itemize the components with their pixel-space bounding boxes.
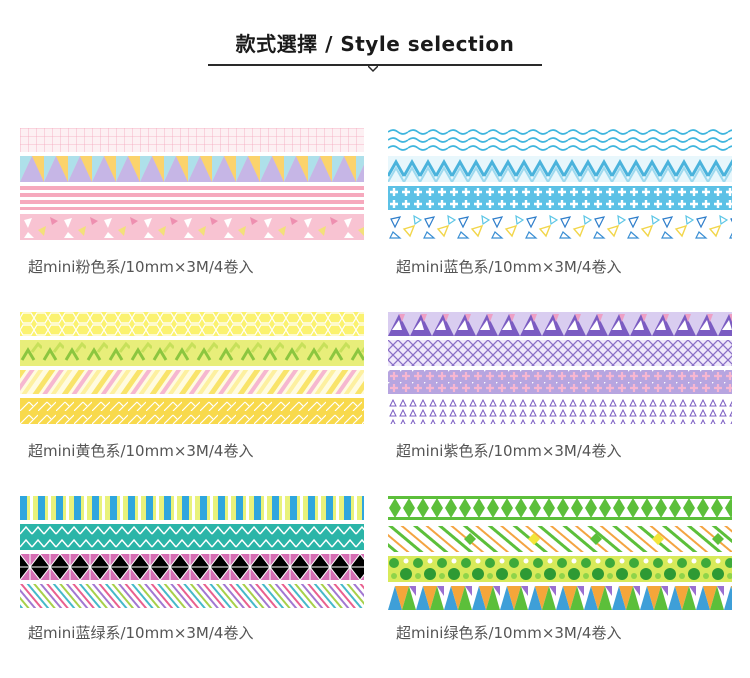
tape-purple-triangles [388, 312, 732, 336]
header-notch-icon [368, 65, 378, 73]
tape-yellow-herringbone [20, 398, 364, 424]
product-blue[interactable]: 超mini蓝色系/10mm×3M/4卷入 [388, 128, 732, 278]
tape-purple-crosses [388, 370, 732, 394]
tape-pink-grid [20, 128, 364, 152]
product-caption: 超mini粉色系/10mm×3M/4卷入 [28, 258, 254, 276]
product-blue-green[interactable]: 超mini蓝绿系/10mm×3M/4卷入 [20, 496, 364, 646]
header-divider [208, 64, 542, 66]
product-caption: 超mini绿色系/10mm×3M/4卷入 [396, 624, 622, 642]
tape-blue-yellow-stripes [20, 496, 364, 520]
tape-yellow-hexagons [20, 312, 364, 336]
tape-green-dots [388, 556, 732, 582]
product-pink[interactable]: 超mini粉色系/10mm×3M/4卷入 [20, 128, 364, 278]
tape-blue-triangle-confetti [388, 214, 732, 240]
product-caption: 超mini黄色系/10mm×3M/4卷入 [28, 442, 254, 460]
product-green[interactable]: 超mini绿色系/10mm×3M/4卷入 [388, 496, 732, 646]
product-caption: 超mini紫色系/10mm×3M/4卷入 [396, 442, 622, 460]
tape-purple-lattice [388, 340, 732, 366]
tape-pink-geometric [20, 554, 364, 580]
tape-blue-crosses [388, 186, 732, 210]
tape-blue-waves [388, 128, 732, 152]
page-title: 款式選擇 / Style selection [235, 32, 515, 56]
tape-pink-stripes [20, 186, 364, 210]
tape-green-diamonds [388, 496, 732, 520]
tape-green-yellow-chevrons [20, 340, 364, 366]
product-yellow[interactable]: 超mini黄色系/10mm×3M/4卷入 [20, 312, 364, 462]
tape-green-diagonal-stripes [388, 526, 732, 552]
tape-purple-small-triangles [388, 398, 732, 424]
product-caption: 超mini蓝色系/10mm×3M/4卷入 [396, 258, 622, 276]
product-caption: 超mini蓝绿系/10mm×3M/4卷入 [28, 624, 254, 642]
tape-rainbow-diagonal [20, 584, 364, 608]
product-purple[interactable]: 超mini紫色系/10mm×3M/4卷入 [388, 312, 732, 462]
tape-pastel-diagonal-stripes [20, 370, 364, 394]
tape-multicolor-triangles [388, 586, 732, 610]
tape-blue-zigzag [388, 156, 732, 182]
tape-pink-triangle-confetti [20, 214, 364, 240]
tape-teal-zigzag [20, 524, 364, 550]
tape-pastel-triangles [20, 156, 364, 182]
